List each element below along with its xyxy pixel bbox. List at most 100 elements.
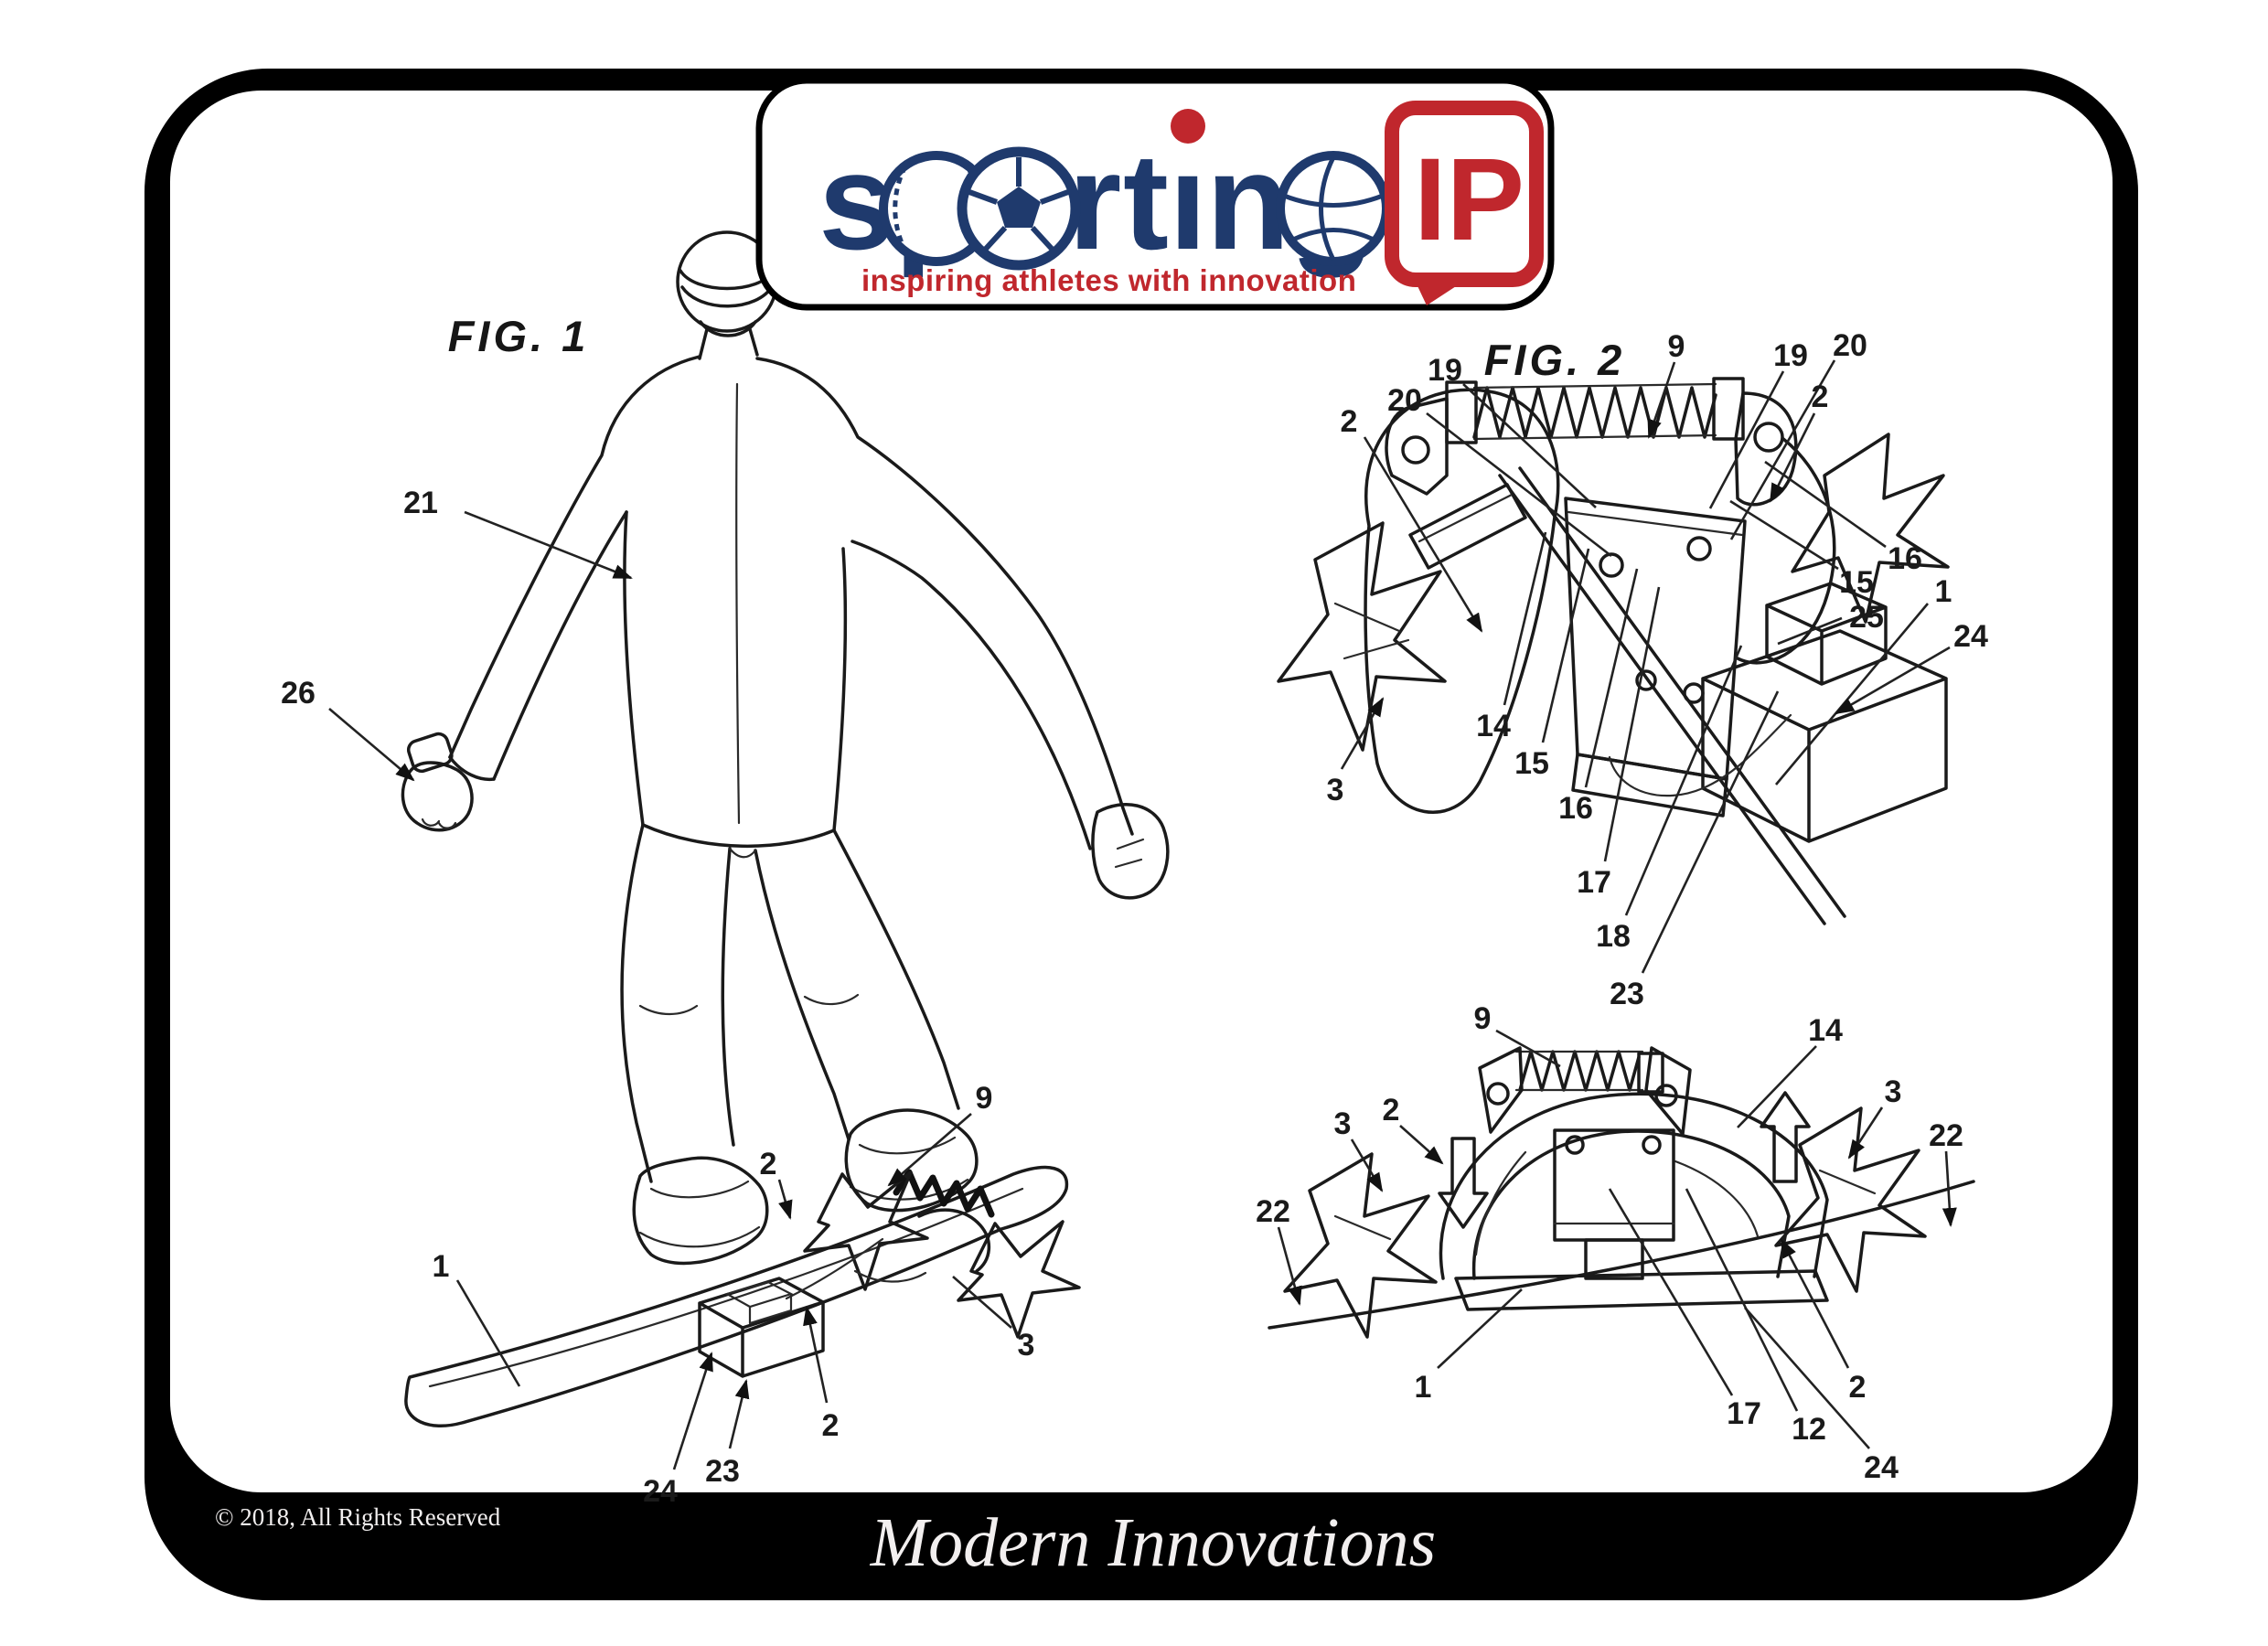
red-dot-icon — [1171, 109, 1205, 144]
ref-numeral: 12 — [1792, 1412, 1826, 1447]
fig2-mount-plate — [1564, 497, 1747, 818]
copyright-text: © 2018, All Rights Reserved — [215, 1503, 501, 1531]
callout-lead-line — [952, 1276, 1012, 1329]
ref-numeral: 2 — [1849, 1370, 1867, 1405]
page-frame — [144, 69, 2138, 1600]
wire — [785, 1237, 884, 1300]
snowboarder-body — [401, 355, 1170, 900]
callout-lead-line — [1437, 1288, 1523, 1369]
callout-lead-line — [328, 708, 415, 782]
callout-lead-line — [887, 1113, 972, 1187]
ref-numeral: 24 — [643, 1474, 678, 1509]
ref-numeral: 14 — [1476, 709, 1511, 743]
ref-numeral: 22 — [1256, 1194, 1290, 1229]
ref-numeral: 1 — [1935, 574, 1952, 609]
ref-numeral: 15 — [1839, 565, 1874, 600]
ref-numeral: 15 — [1514, 746, 1549, 781]
callout-lead-line — [1340, 697, 1385, 770]
callout-lead-line — [1647, 361, 1676, 439]
callout-lead-line — [777, 1179, 793, 1220]
callout-lead-line — [1603, 586, 1661, 862]
callout-lead-line — [1775, 603, 1929, 786]
ref-numeral: 2 — [1383, 1093, 1400, 1128]
callout-lead-line — [1835, 646, 1951, 715]
ref-numeral: 2 — [1812, 379, 1829, 414]
fig3-plate — [1553, 1128, 1675, 1280]
spike-star-left — [803, 1170, 929, 1291]
board-surface-line — [1268, 1180, 1975, 1330]
callout-lead-line — [455, 1279, 521, 1387]
callout-lead-line — [1764, 460, 1887, 549]
ref-numeral: 26 — [281, 676, 316, 711]
callout-lead-line — [1399, 1125, 1444, 1165]
callout-lead-line — [1744, 1307, 1870, 1449]
ref-numeral: 3 — [1018, 1328, 1035, 1363]
spike-star-right — [1791, 433, 1950, 624]
callout-lead-line — [1462, 383, 1597, 508]
snowboarder-legs — [620, 823, 960, 1183]
ref-numeral: 24 — [1953, 619, 1988, 654]
fig1-title: FIG. 1 — [448, 312, 590, 360]
spike-star-right — [957, 1220, 1081, 1339]
callout-lead-line — [1847, 1106, 1884, 1160]
fig1-drawing: FIG. 1 — [281, 230, 1170, 1509]
logo-letter: n — [1206, 124, 1290, 278]
ref-numeral: 20 — [1833, 328, 1867, 363]
callout-lead-line — [1708, 370, 1785, 509]
ref-numeral: 17 — [1577, 865, 1611, 900]
up-arrow-icon — [1760, 1091, 1811, 1183]
callout-lead-line — [1277, 1226, 1302, 1306]
binding-device — [698, 1169, 1081, 1378]
fig2-drawing: FIG. 2 — [1277, 328, 1988, 1011]
ref-numeral: 2 — [1341, 404, 1358, 439]
logo-suffix: IP — [1414, 134, 1524, 265]
logo-letter: ı — [1169, 124, 1207, 278]
ref-numeral: 9 — [1668, 329, 1685, 364]
fig2-battery-box — [1608, 582, 1948, 843]
callout-lead-line — [1350, 1138, 1384, 1192]
slide-title: Modern Innovations — [870, 1504, 1436, 1581]
callout-lead-line — [1641, 690, 1780, 974]
callout-lead-line — [1737, 1045, 1817, 1128]
binding-spring — [893, 1169, 995, 1218]
down-arrow-icon — [1438, 1137, 1489, 1229]
ref-numeral: 23 — [705, 1454, 740, 1489]
footer: © 2018, All Rights Reserved Modern Innov… — [215, 1503, 1436, 1581]
fig3-spring — [1478, 1046, 1692, 1136]
fig2-board-edge — [1498, 466, 1846, 925]
callout-lead-line — [1777, 616, 1843, 646]
callout-lead-line — [1942, 1150, 1957, 1227]
callout-lead-line — [1541, 548, 1590, 743]
callout-lead-line — [1769, 412, 1816, 503]
ref-numeral: 23 — [1610, 977, 1644, 1011]
logo-letter: t — [1123, 124, 1169, 278]
ref-numeral: 20 — [1387, 383, 1422, 418]
ref-numeral: 9 — [976, 1081, 993, 1116]
ref-numeral: 22 — [1929, 1118, 1963, 1153]
callout-lead-line — [1503, 531, 1547, 706]
spike-star-left — [1277, 521, 1447, 752]
base-plate — [1454, 1269, 1829, 1311]
ref-numeral: 17 — [1727, 1396, 1761, 1431]
ref-numeral: 14 — [1808, 1013, 1843, 1048]
ref-numeral: 3 — [1327, 773, 1344, 807]
callout-lead-line — [1624, 645, 1743, 916]
callout-lead-line — [803, 1306, 829, 1404]
spike-star-right — [1774, 1106, 1927, 1293]
callout-lead-line — [1608, 1188, 1734, 1396]
ref-numeral: 19 — [1773, 338, 1808, 373]
callout-lead-line — [728, 1379, 750, 1449]
fig2-shield-plate — [1364, 388, 1560, 815]
fig2-title: FIG. 2 — [1484, 336, 1626, 384]
ref-numeral: 25 — [1849, 600, 1884, 635]
spike-star-left — [1283, 1152, 1438, 1339]
callout-lead-line — [672, 1352, 713, 1470]
callout-lead-line — [1729, 359, 1836, 540]
callout-lead-line — [1363, 436, 1483, 633]
ref-numeral: 1 — [433, 1249, 450, 1284]
